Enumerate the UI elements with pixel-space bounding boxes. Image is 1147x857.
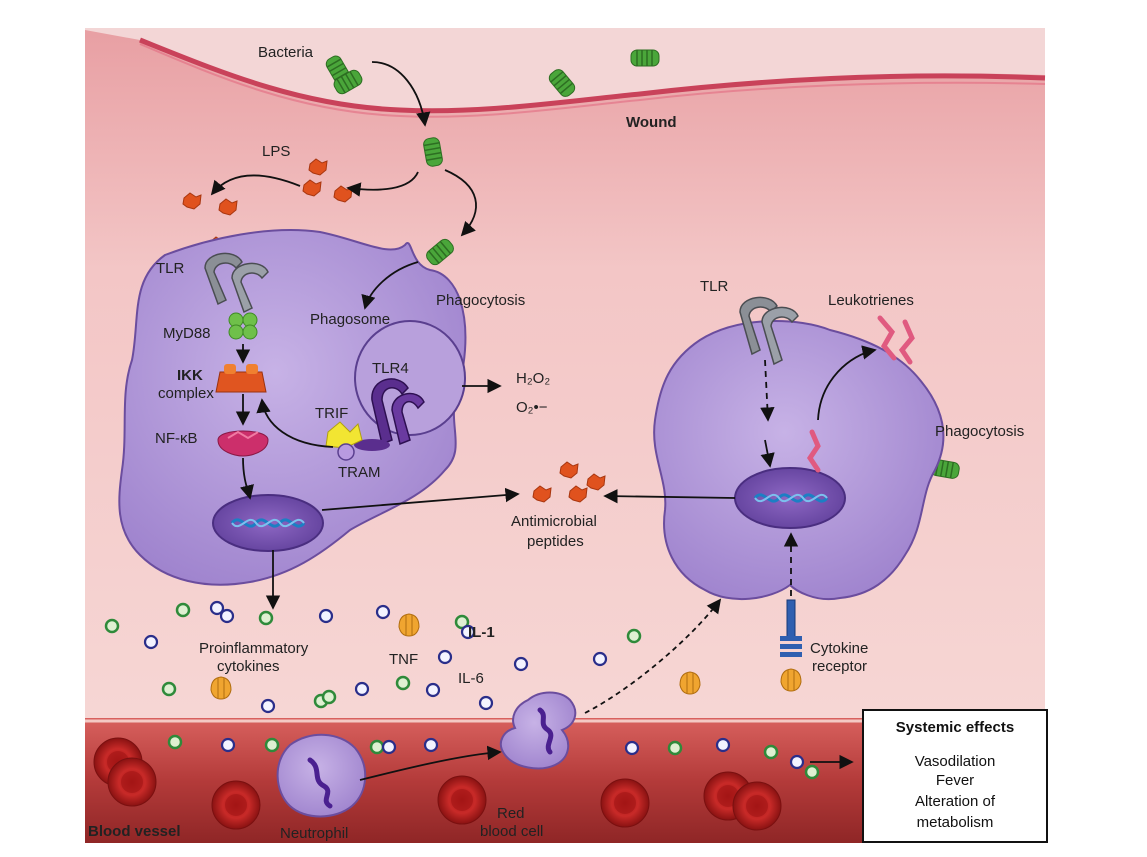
label-ikk-line1: IKK	[177, 367, 203, 384]
label-cytokine-receptor-line2: receptor	[812, 658, 867, 675]
label-phagocytosis-right: Phagocytosis	[935, 423, 1024, 440]
migrating-neutrophil	[499, 691, 577, 770]
tlr-receptor-right	[739, 296, 799, 366]
nfkb-icon	[217, 430, 269, 457]
cytokine-particle	[804, 764, 820, 780]
label-antimicrobial-line1: Antimicrobial	[511, 513, 597, 530]
label-tnf: TNF	[389, 651, 418, 668]
label-cytokine-receptor-line1: Cytokine	[810, 640, 868, 657]
red-blood-cell	[211, 780, 261, 830]
cytokine-particle	[260, 698, 276, 714]
cytokine-particle	[667, 740, 683, 756]
cytokine-particle	[369, 739, 385, 755]
cytokine-particle	[175, 602, 191, 618]
label-tram: TRAM	[338, 464, 381, 481]
label-red-blood-cell-line1: Red	[497, 805, 525, 822]
red-blood-cell	[437, 775, 487, 825]
myd88-icon	[228, 312, 258, 340]
systemic-effects-box: Systemic effects Vasodilation Fever Alte…	[862, 709, 1048, 843]
cytokine-particle	[789, 754, 805, 770]
label-phagocytosis-left: Phagocytosis	[436, 292, 525, 309]
tnf-particle	[679, 671, 701, 695]
label-red-blood-cell-line2: blood cell	[480, 823, 543, 840]
cytokine-particle	[592, 651, 608, 667]
label-tlr4: TLR4	[372, 360, 409, 377]
neutrophil-tissue	[653, 296, 945, 692]
label-blood-vessel: Blood vessel	[88, 823, 181, 840]
label-o2: O₂•−	[516, 399, 548, 416]
cytokine-particle	[143, 634, 159, 650]
cytokine-particle	[104, 618, 120, 634]
label-ikk-line2: complex	[158, 385, 214, 402]
label-tlr-left: TLR	[156, 260, 185, 277]
cytokine-particle	[763, 744, 779, 760]
macrophage-left	[118, 229, 467, 586]
label-tlr-right: TLR	[700, 278, 729, 295]
cytokine-particle	[715, 737, 731, 753]
systemic-effect-item: Vasodilation	[915, 753, 996, 770]
cytokine-particle	[321, 689, 337, 705]
tlr-receptor-left	[204, 252, 269, 314]
label-lps: LPS	[262, 143, 290, 160]
label-trif: TRIF	[315, 405, 348, 422]
red-blood-cell	[732, 781, 782, 831]
cytokine-particle	[220, 737, 236, 753]
arrows	[210, 61, 877, 781]
cytokine-particle	[381, 739, 397, 755]
label-phagosome: Phagosome	[310, 311, 390, 328]
label-proinflammatory-line2: cytokines	[217, 658, 280, 675]
cytokine-receptor-icon	[780, 599, 802, 692]
tnf-particle	[398, 613, 420, 637]
neutrophil-in-vessel	[276, 733, 367, 818]
cytokine-particle	[437, 649, 453, 665]
tram-icon	[337, 443, 355, 461]
label-il6: IL-6	[458, 670, 484, 687]
ikk-complex-icon	[215, 364, 267, 393]
label-myd88: MyD88	[163, 325, 211, 342]
label-bacteria: Bacteria	[258, 44, 314, 61]
label-il1: IL-1	[468, 624, 495, 641]
systemic-effect-item: Alteration of	[915, 793, 996, 810]
label-proinflammatory-line1: Proinflammatory	[199, 640, 309, 657]
cytokine-particle	[624, 740, 640, 756]
labels: Bacteria Wound LPS TLR MyD88 IKK complex…	[88, 44, 1024, 842]
cytokine-particle	[395, 675, 411, 691]
label-antimicrobial-line2: peptides	[527, 533, 584, 550]
cytokine-particle	[258, 610, 274, 626]
leukotriene-molecule-icon	[806, 315, 915, 473]
cytokine-particle	[423, 737, 439, 753]
cytokine-particle	[513, 656, 529, 672]
cytokine-particle	[478, 695, 494, 711]
cytokine-particle	[354, 681, 370, 697]
cytokine-particle	[375, 604, 391, 620]
systemic-effect-item: metabolism	[917, 814, 994, 831]
systemic-effects-title: Systemic effects	[896, 719, 1014, 736]
cytokine-particle	[318, 608, 334, 624]
cytokine-particle	[161, 681, 177, 697]
red-blood-cell	[107, 757, 157, 807]
label-h2o2: H₂O₂	[516, 370, 550, 387]
label-neutrophil: Neutrophil	[280, 825, 348, 842]
phagosome	[354, 320, 466, 436]
cytokine-particle	[264, 737, 280, 753]
label-nfkb: NF-κB	[155, 430, 198, 447]
systemic-effect-item: Fever	[936, 772, 974, 789]
red-blood-cell	[600, 778, 650, 828]
cytokine-particle	[626, 628, 642, 644]
tlr4-icon	[354, 378, 425, 451]
bacterium	[630, 49, 660, 67]
label-leukotrienes: Leukotrienes	[828, 292, 914, 309]
label-wound: Wound	[626, 114, 677, 131]
tnf-particle	[210, 676, 232, 700]
cytokine-particle	[167, 734, 183, 750]
cytokine-particle	[425, 682, 441, 698]
cytokine-particle	[219, 608, 235, 624]
